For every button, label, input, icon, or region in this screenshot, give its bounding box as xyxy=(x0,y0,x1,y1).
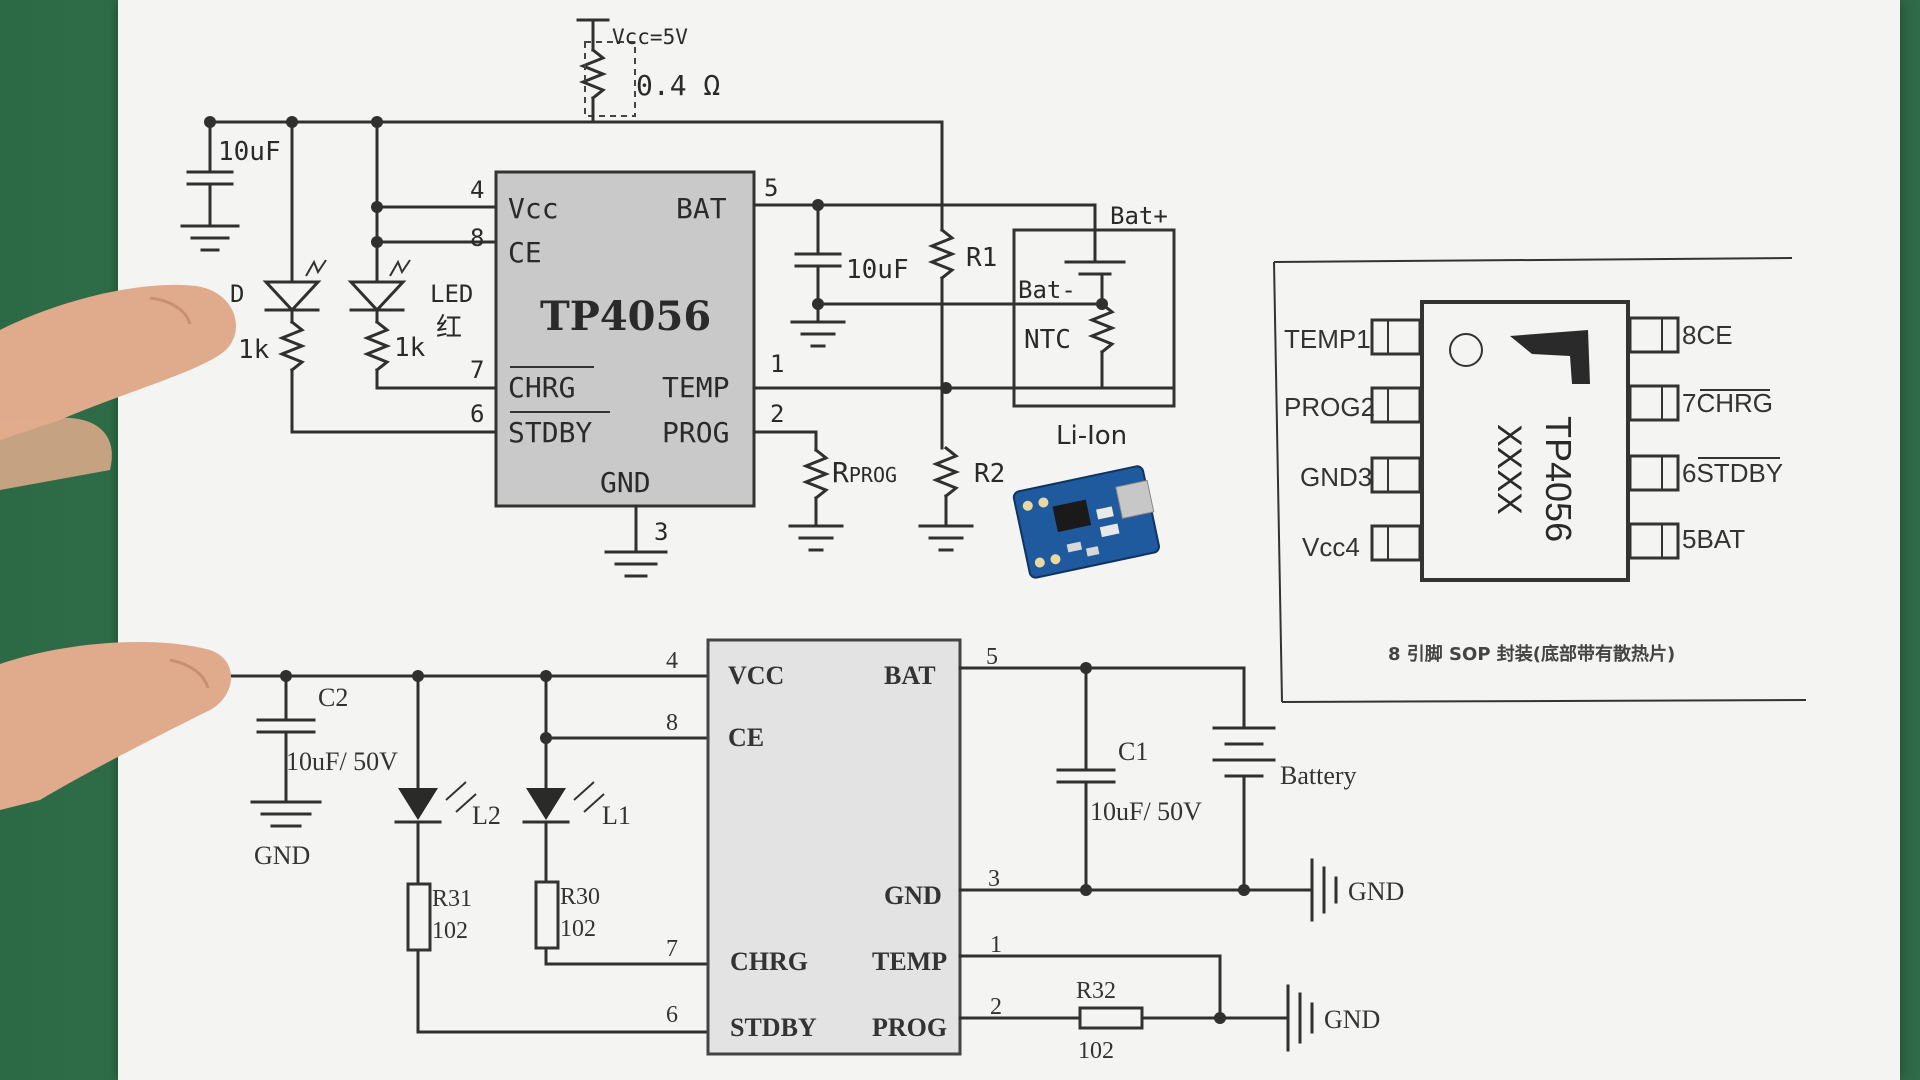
pin-label-prog2: PROG2 xyxy=(1284,392,1375,422)
pin1-dot xyxy=(1449,333,1483,367)
left-pin-stubs xyxy=(1370,318,1422,562)
r2-label: R2 xyxy=(974,459,1005,489)
top-pin-num-8: 8 xyxy=(470,224,484,252)
c1-label: C1 xyxy=(1118,737,1148,766)
bot-pin-gnd: GND xyxy=(884,881,942,910)
r1-label: R1 xyxy=(966,243,997,273)
top-pin-temp: TEMP xyxy=(662,371,729,404)
top-pin-num-1: 1 xyxy=(770,350,784,378)
l1-label: L1 xyxy=(602,801,631,830)
bot-pin-prog: PROG xyxy=(872,1013,947,1042)
gnd-right-label-2: GND xyxy=(1324,1005,1380,1034)
top-pin-ce: CE xyxy=(508,236,542,269)
bat-minus-label: Bat- xyxy=(1018,276,1076,304)
rprog-label: RPROG xyxy=(832,456,897,489)
edge-mark: D xyxy=(230,280,244,308)
pin-label-vcc4: Vcc4 xyxy=(1302,532,1360,562)
charger-module-image xyxy=(1012,465,1161,579)
c1-value: 10uF/ 50V xyxy=(1090,797,1202,826)
bot-pin-num-2: 2 xyxy=(990,994,1002,1020)
pin-label-5-bat: 5BAT xyxy=(1682,524,1745,554)
top-pin-num-6: 6 xyxy=(470,400,484,428)
pin-label-temp1: TEMP1 xyxy=(1284,324,1371,354)
vcc-label: Vcc=5V xyxy=(612,25,688,49)
gnd-right-label-1: GND xyxy=(1348,877,1404,906)
bot-pin-stdby: STDBY xyxy=(730,1013,817,1042)
chip-code: XXXX xyxy=(1490,424,1528,515)
r30-label: R30 xyxy=(560,884,600,910)
bot-pin-num-3: 3 xyxy=(988,866,1000,892)
hand-fingers xyxy=(0,284,236,810)
bot-pin-ce: CE xyxy=(728,723,764,752)
bot-pin-chrg: CHRG xyxy=(730,947,808,976)
top-pin-stdby: STDBY xyxy=(508,416,592,449)
top-pin-vcc: Vcc xyxy=(508,192,559,225)
paper-sheet xyxy=(118,0,1900,1080)
bot-pin-num-6: 6 xyxy=(666,1002,678,1028)
top-pin-chrg: CHRG xyxy=(508,371,575,404)
bot-pin-vcc: VCC xyxy=(728,661,784,690)
tp4056-chip-body xyxy=(494,170,756,508)
bot-pin-temp: TEMP xyxy=(872,947,947,976)
led-color-label: 红 xyxy=(436,313,462,343)
bat-plus-label: Bat+ xyxy=(1110,202,1168,230)
battery-label: Battery xyxy=(1280,761,1357,790)
c2-value: 10uF/ 50V xyxy=(286,747,398,776)
ntc-label: NTC xyxy=(1024,325,1071,355)
r32-label: R32 xyxy=(1076,978,1116,1004)
resistor-1k-a-label: 1k xyxy=(238,335,270,365)
bot-pin-num-7: 7 xyxy=(666,936,678,962)
top-pin-num-7: 7 xyxy=(470,356,484,384)
top-pin-num-5: 5 xyxy=(764,174,778,202)
top-pin-gnd: GND xyxy=(600,466,651,499)
gnd-left-label: GND xyxy=(254,841,310,870)
r32-value: 102 xyxy=(1078,1038,1114,1064)
pinout-panel: TP4056 XXXX TEMP1 PROG2 GND3 Vcc4 xyxy=(1273,257,1807,703)
top-pin-prog: PROG xyxy=(662,416,729,449)
bot-pin-num-8: 8 xyxy=(666,710,678,736)
pin-label-6-stdby: 6STDBY xyxy=(1682,458,1783,488)
led-label: LED xyxy=(430,280,473,308)
chip-marking: TP4056 xyxy=(1538,416,1579,542)
package-caption: 8 引脚 SOP 封装(底部带有散热片) xyxy=(1388,643,1675,665)
right-pin-stubs xyxy=(1628,316,1680,560)
top-pin-num-4: 4 xyxy=(470,176,484,204)
chip-name: TP4056 xyxy=(540,293,711,340)
r30-value: 102 xyxy=(560,916,596,942)
pin-label-7-chrg: 7CHRG xyxy=(1682,388,1773,418)
bottom-chip-body xyxy=(706,638,962,1056)
shunt-resistor-label: 0.4 Ω xyxy=(636,69,720,102)
r31-value: 102 xyxy=(432,918,468,944)
bot-pin-num-1: 1 xyxy=(990,932,1002,958)
top-pin-num-3: 3 xyxy=(654,518,668,546)
input-cap-label: 10uF xyxy=(218,137,281,167)
resistor-1k-b-label: 1k xyxy=(394,333,426,363)
c2-label: C2 xyxy=(318,683,348,712)
bot-pin-bat: BAT xyxy=(884,661,936,690)
l2-label: L2 xyxy=(472,801,501,830)
bot-pin-num-4: 4 xyxy=(666,648,678,674)
bot-pin-num-5: 5 xyxy=(986,644,998,670)
top-pin-bat: BAT xyxy=(676,192,727,225)
logo-mark xyxy=(1510,330,1590,384)
pin-label-gnd3: GND3 xyxy=(1300,462,1372,492)
li-ion-label: Li-Ion xyxy=(1056,421,1127,451)
output-cap-label: 10uF xyxy=(846,255,909,285)
top-pin-num-2: 2 xyxy=(770,400,784,428)
top-circuit: Vcc=5V 0.4 Ω 10uF 1k D xyxy=(180,18,1176,579)
bottom-circuit: C2 10uF/ 50V GND L2 R31 102 L1 R30 102 4 xyxy=(218,638,1404,1064)
sop8-package-outline xyxy=(1420,300,1630,582)
pin-label-8-ce: 8CE xyxy=(1682,320,1733,350)
r31-label: R31 xyxy=(432,886,472,912)
